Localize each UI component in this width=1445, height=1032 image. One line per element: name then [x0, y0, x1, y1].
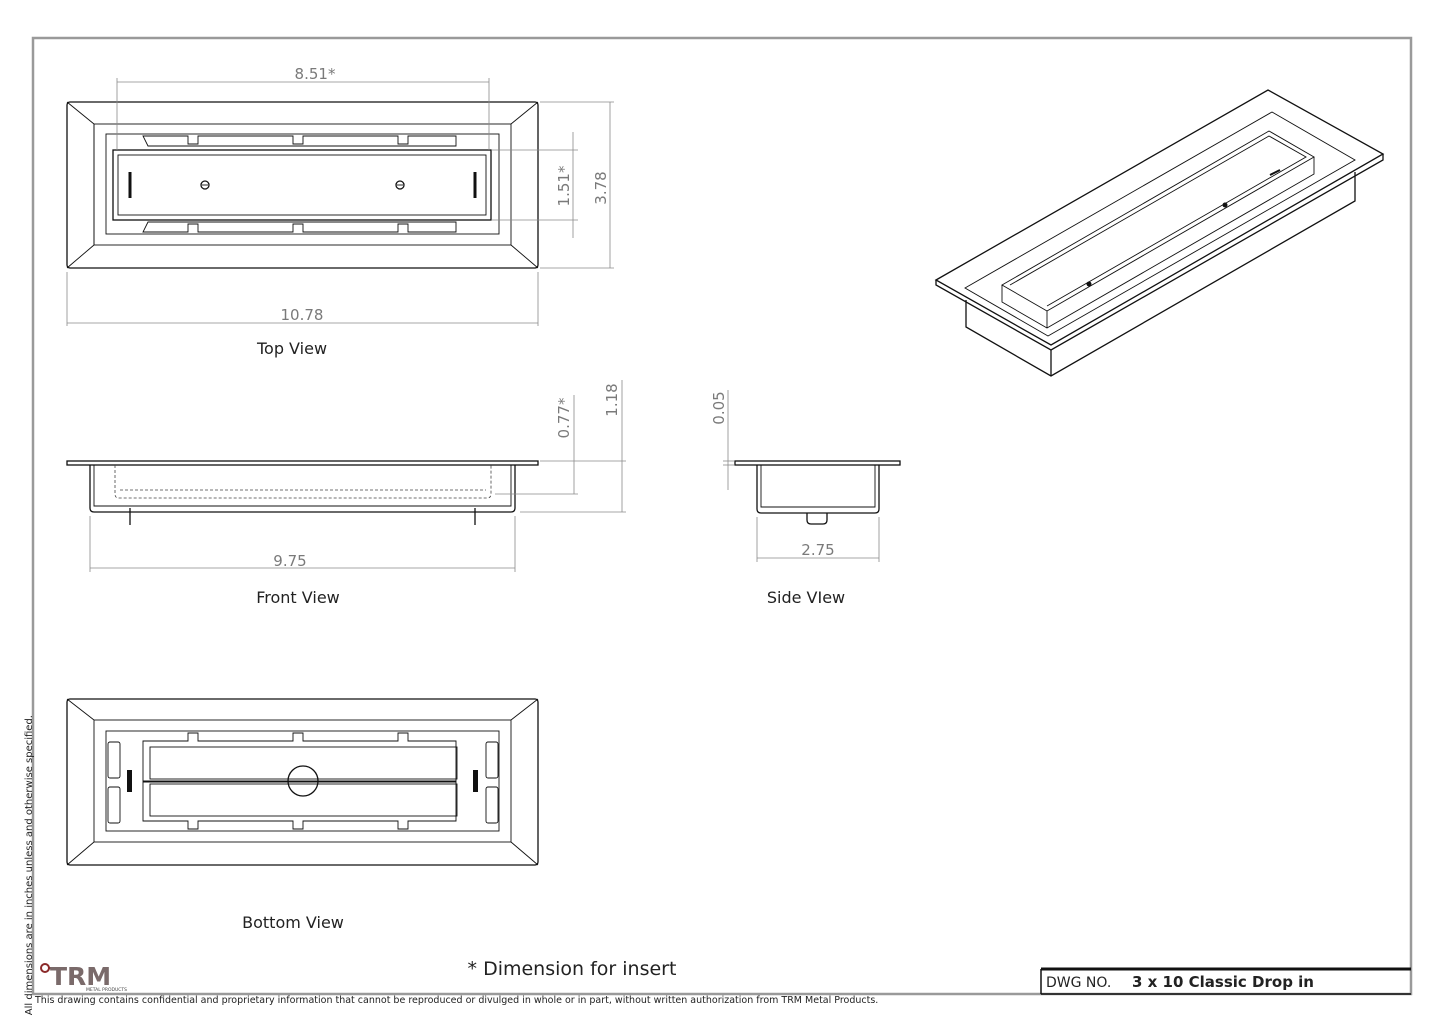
trm-logo: TRM METAL PRODUCTS [40, 962, 127, 993]
dim-body-width: 2.75 [801, 541, 834, 559]
dim-body-length: 9.75 [273, 552, 306, 570]
sheet-border [31, 36, 1413, 996]
bottom-view [66, 698, 539, 866]
dim-insert-length: 8.51* [295, 65, 336, 83]
side-view-label: Side VIew [767, 588, 845, 607]
dwg-no-value: 3 x 10 Classic Drop in [1132, 973, 1314, 991]
top-view [66, 78, 614, 326]
units-note: All dimensions are in inches unless and … [24, 715, 35, 1015]
front-view [66, 380, 626, 572]
isometric-view [934, 89, 1385, 377]
front-view-label: Front View [256, 588, 340, 607]
dim-insert-depth: 0.77* [555, 397, 573, 438]
logo-subtext: METAL PRODUCTS [86, 987, 127, 993]
top-view-label: Top View [256, 339, 327, 358]
confidentiality-notice: This drawing contains confidential and p… [34, 995, 878, 1006]
title-block [1040, 967, 1411, 995]
insert-note: * Dimension for insert [468, 958, 677, 980]
dim-insert-width: 1.51* [555, 165, 573, 206]
side-view [723, 390, 901, 562]
bottom-view-label: Bottom View [242, 913, 344, 932]
dim-flange-thickness: 0.05 [710, 391, 728, 424]
dim-overall-length: 10.78 [281, 306, 324, 324]
dim-overall-depth: 1.18 [603, 383, 621, 416]
logo-text: TRM [50, 962, 111, 991]
dwg-no-label: DWG NO. [1046, 975, 1111, 991]
dim-overall-width: 3.78 [592, 171, 610, 204]
